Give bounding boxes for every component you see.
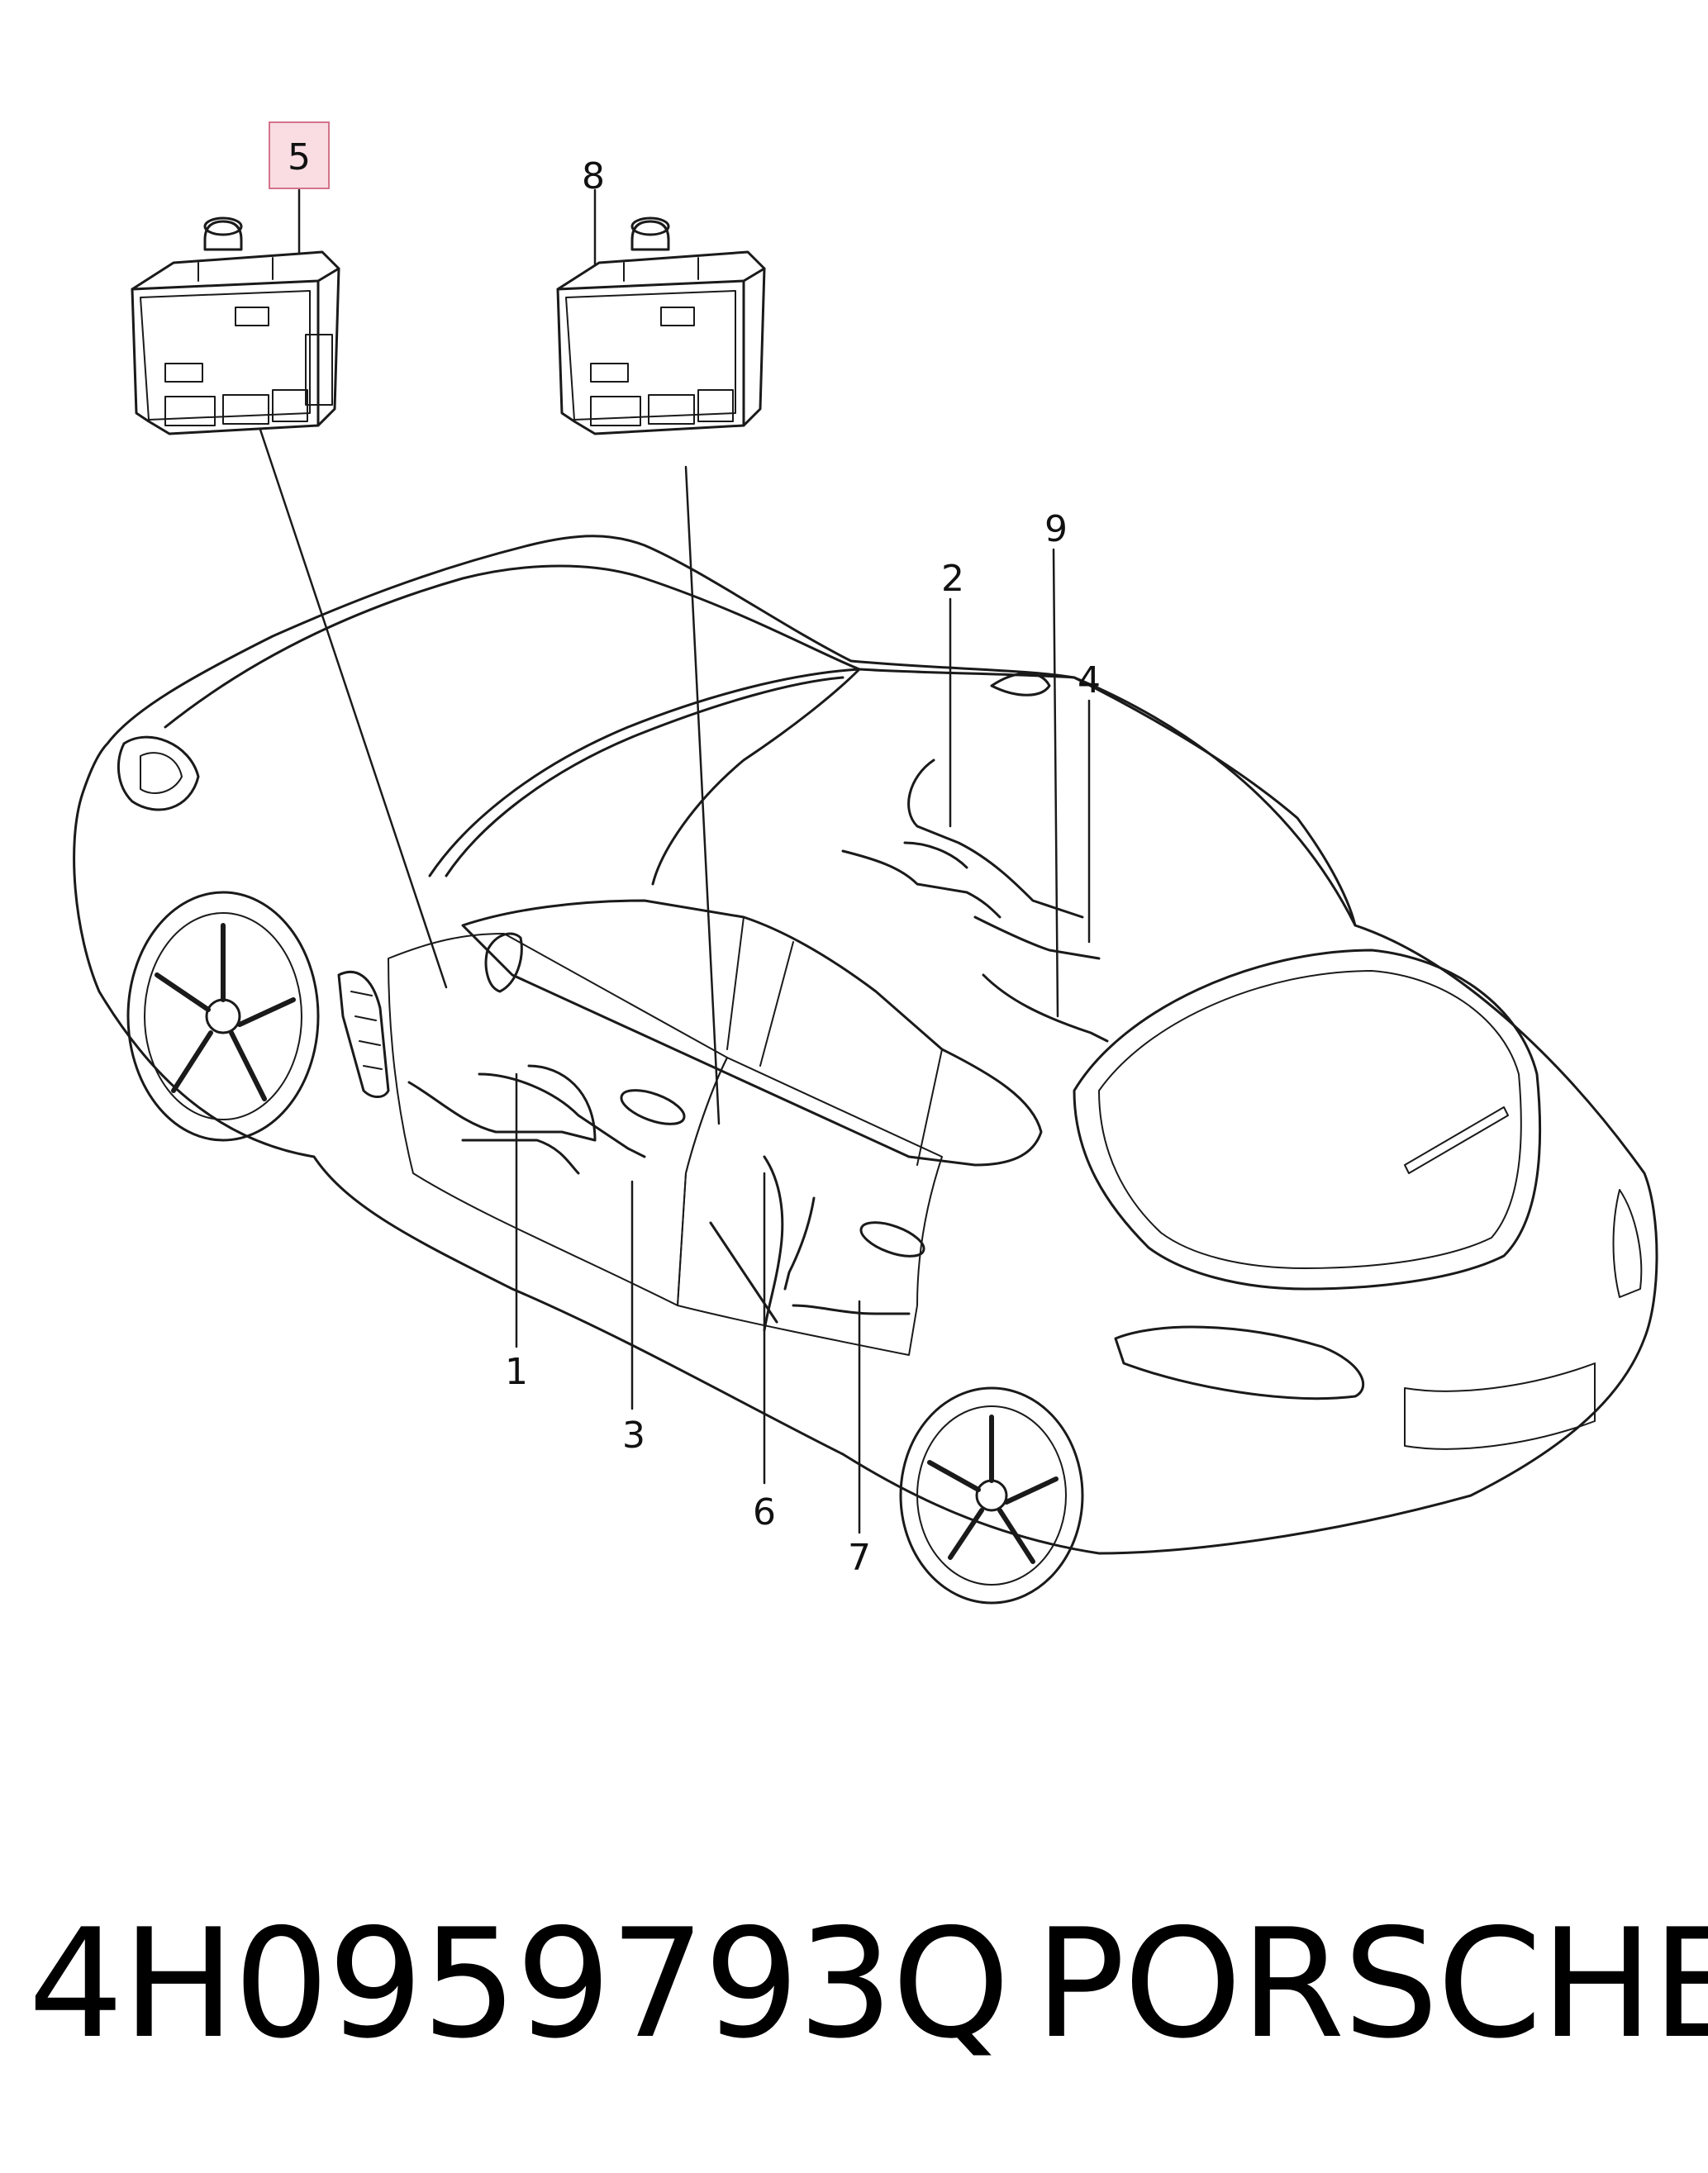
harness-rear-door	[709, 1155, 911, 1332]
callout-5-highlight	[269, 121, 330, 189]
callout-1[interactable]: 1	[505, 1351, 528, 1393]
car-outline	[73, 535, 1658, 1605]
callout-4[interactable]: 4	[1078, 659, 1101, 701]
harness-front-door	[407, 1064, 646, 1175]
callout-9[interactable]: 9	[1044, 508, 1068, 550]
callout-7[interactable]: 7	[848, 1537, 871, 1579]
callout-2[interactable]: 2	[941, 558, 964, 600]
callout-3[interactable]: 3	[622, 1415, 645, 1457]
callout-6[interactable]: 6	[753, 1491, 776, 1533]
callouts: 5 8 9 2 4 1 3 6 7	[269, 121, 1101, 1579]
brand-name: PORSCHE	[1035, 1896, 1708, 2071]
leader-lines	[259, 188, 1091, 1534]
part-number: 4H0959793Q	[28, 1896, 1010, 2071]
control-module-8[interactable]	[556, 216, 766, 435]
control-module-5[interactable]	[131, 216, 340, 435]
harness-roof	[841, 758, 1109, 1043]
callout-5[interactable]: 5	[288, 136, 311, 178]
callout-8[interactable]: 8	[582, 155, 605, 197]
